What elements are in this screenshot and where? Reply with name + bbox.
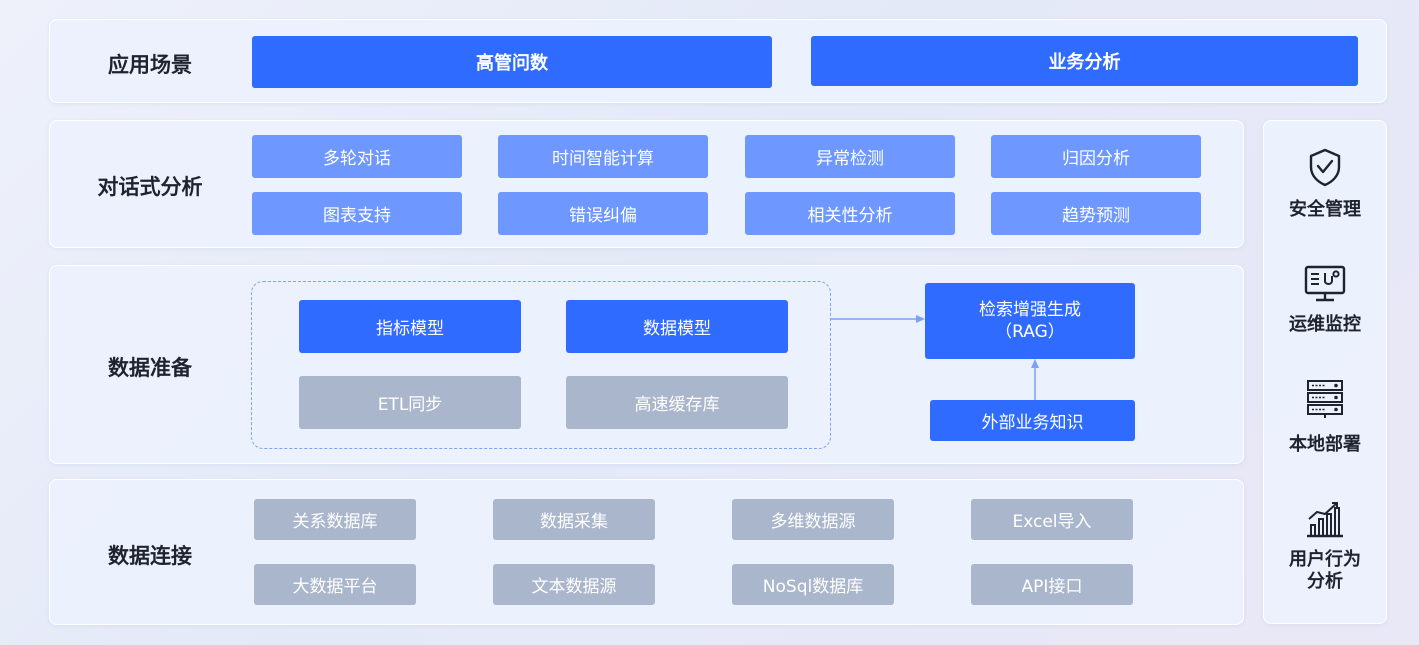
bar-chart-trend-icon [1307,502,1343,538]
chart-support-box[interactable]: 图表支持 [252,192,462,235]
connect-label: 数据连接 [108,544,192,568]
side-label-user-behavior-1: 用户行为 [1289,549,1361,570]
arrow-up-to-rag-head [1031,359,1039,368]
rag-box[interactable]: 检索增强生成 （RAG） [925,283,1135,359]
side-item-security[interactable]: 安全管理 [1264,147,1386,221]
side-panel: 安全管理 运维监控 本地部署 [1263,120,1387,624]
text-source-box[interactable]: 文本数据源 [493,564,655,605]
cache-db-box[interactable]: 高速缓存库 [566,376,788,429]
arrow-to-rag-head [916,315,925,323]
scenarios-label: 应用场景 [108,53,192,77]
attribution-box[interactable]: 归因分析 [991,135,1201,178]
side-label-security: 安全管理 [1289,199,1361,220]
data-model-box[interactable]: 数据模型 [566,300,788,353]
monitor-stethoscope-icon [1304,265,1346,302]
data-collect-box[interactable]: 数据采集 [493,499,655,540]
connect-panel: 数据连接 关系数据库 数据采集 多维数据源 Excel导入 大数据平台 文本数据… [49,479,1244,625]
time-intel-box[interactable]: 时间智能计算 [498,135,708,178]
side-item-user-behavior[interactable]: 用户行为 分析 [1264,499,1386,593]
exec-query-box[interactable]: 高管问数 [252,36,772,88]
anomaly-box[interactable]: 异常检测 [745,135,955,178]
scenarios-panel: 应用场景 高管问数 业务分析 [49,19,1387,103]
external-knowledge-box[interactable]: 外部业务知识 [930,400,1135,441]
big-data-box[interactable]: 大数据平台 [254,564,416,605]
metric-model-box[interactable]: 指标模型 [299,300,521,353]
model-group-dashed [251,281,831,449]
nosql-box[interactable]: NoSql数据库 [732,564,894,605]
shield-check-icon [1309,148,1341,187]
side-label-local-deploy: 本地部署 [1289,434,1361,455]
etl-sync-box[interactable]: ETL同步 [299,376,521,429]
correlation-box[interactable]: 相关性分析 [745,192,955,235]
trend-box[interactable]: 趋势预测 [991,192,1201,235]
side-label-monitoring: 运维监控 [1289,314,1361,335]
side-item-monitoring[interactable]: 运维监控 [1264,264,1386,336]
rag-line1: 检索增强生成 [979,300,1081,320]
relational-db-box[interactable]: 关系数据库 [254,499,416,540]
side-label-user-behavior-2: 分析 [1307,571,1343,592]
excel-import-box[interactable]: Excel导入 [971,499,1133,540]
olap-source-box[interactable]: 多维数据源 [732,499,894,540]
dialogue-label: 对话式分析 [97,175,203,199]
rag-line2: （RAG） [995,322,1065,342]
server-rack-icon [1307,380,1343,418]
error-correct-box[interactable]: 错误纠偏 [498,192,708,235]
dialogue-panel: 对话式分析 多轮对话 时间智能计算 异常检测 归因分析 图表支持 错误纠偏 相关… [49,120,1244,248]
prep-panel: 数据准备 指标模型 数据模型 ETL同步 高速缓存库 检索增强生成 （RAG） … [49,265,1244,464]
business-analysis-box[interactable]: 业务分析 [811,36,1358,86]
multi-turn-box[interactable]: 多轮对话 [252,135,462,178]
side-item-local-deploy[interactable]: 本地部署 [1264,378,1386,456]
api-box[interactable]: API接口 [971,564,1133,605]
prep-label: 数据准备 [108,356,192,380]
